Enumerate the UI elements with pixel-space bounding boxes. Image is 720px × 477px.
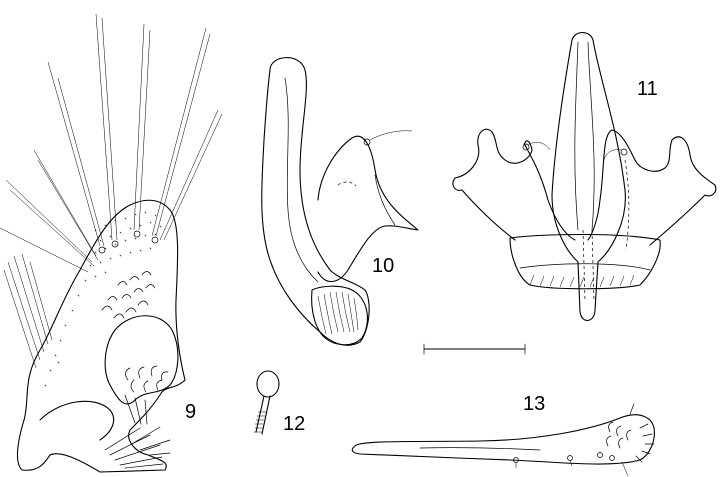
figure-9-appendage bbox=[0, 13, 223, 473]
figure-12-spermatheca bbox=[254, 370, 280, 435]
figure-12-label: 12 bbox=[283, 413, 305, 435]
figure-13-label: 13 bbox=[523, 393, 545, 415]
figure-10-structure bbox=[261, 57, 419, 346]
figure-10-label: 10 bbox=[372, 255, 394, 277]
figure-9-label: 9 bbox=[185, 401, 196, 423]
figure-11-label: 11 bbox=[637, 78, 658, 100]
figure-11-structure bbox=[452, 31, 717, 321]
figure-13-structure bbox=[351, 403, 655, 477]
